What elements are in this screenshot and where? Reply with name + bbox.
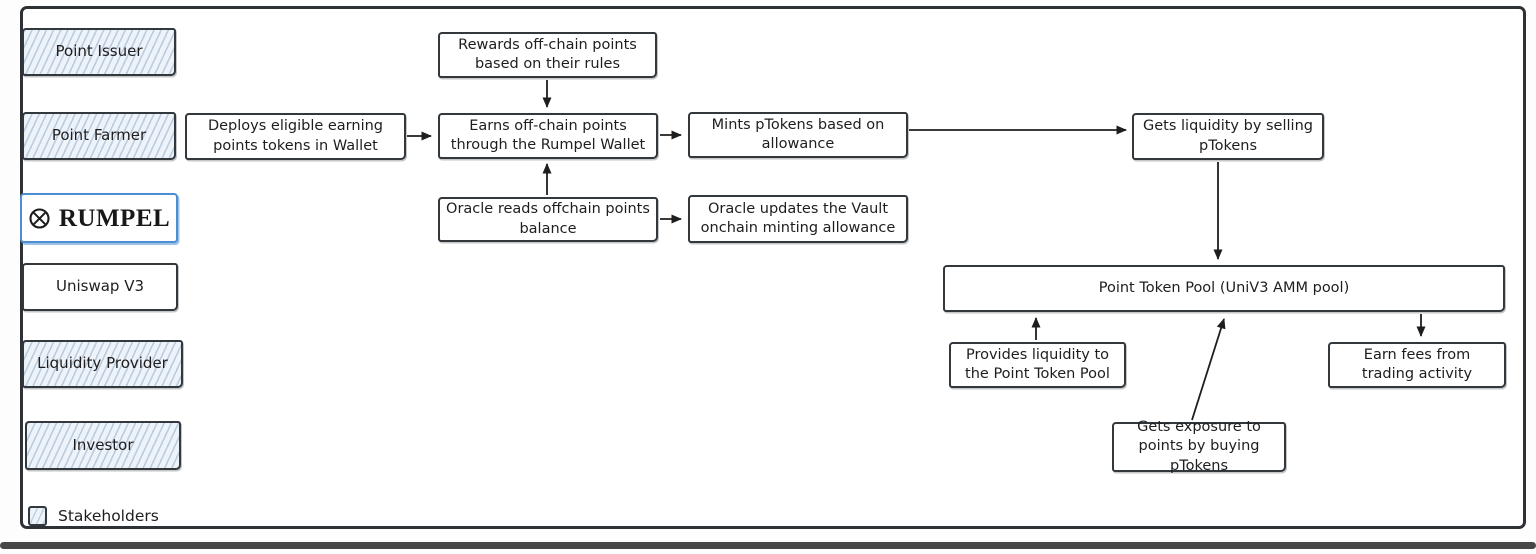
node-uniswap-v3: Uniswap V3 <box>22 263 178 311</box>
node-uniswap-v3-label: Uniswap V3 <box>55 277 145 296</box>
node-point-farmer: Point Farmer <box>22 112 176 160</box>
node-provides-liquidity: Provides liquidity to the Point Token Po… <box>949 342 1126 388</box>
node-mints: Mints pTokens based on allowance <box>688 112 908 158</box>
node-investor-label: Investor <box>72 435 134 454</box>
node-mints-label: Mints pTokens based on allowance <box>711 116 885 152</box>
node-earn-fees-label: Earn fees from trading activity <box>1361 346 1473 382</box>
node-investor: Investor <box>25 421 181 470</box>
node-oracle-updates: Oracle updates the Vault onchain minting… <box>688 195 908 243</box>
node-point-issuer: Point Issuer <box>22 28 176 76</box>
legend: Stakeholders <box>28 506 159 526</box>
node-deploys-label: Deploys eligible earning points tokens i… <box>207 118 384 154</box>
node-point-token-pool: Point Token Pool (UniV3 AMM pool) <box>943 265 1505 312</box>
node-rewards: Rewards off-chain points based on their … <box>438 32 657 78</box>
node-point-token-pool-label: Point Token Pool (UniV3 AMM pool) <box>1098 279 1350 296</box>
bottom-divider-bar <box>0 542 1536 549</box>
node-liquidity-provider-label: Liquidity Provider <box>37 354 168 373</box>
node-provides-liquidity-label: Provides liquidity to the Point Token Po… <box>965 346 1110 382</box>
node-rumpel: RUMPEL <box>20 193 178 243</box>
node-earns-label: Earns off-chain points through the Rumpe… <box>450 117 646 153</box>
node-gets-liquidity: Gets liquidity by selling pTokens <box>1132 113 1324 160</box>
node-oracle-reads-label: Oracle reads offchain points balance <box>446 201 650 237</box>
node-oracle-updates-label: Oracle updates the Vault onchain minting… <box>700 200 896 236</box>
node-liquidity-provider: Liquidity Provider <box>22 340 183 388</box>
rumpel-logo-icon <box>28 207 51 230</box>
node-point-issuer-label: Point Issuer <box>55 42 143 61</box>
node-rumpel-label: RUMPEL <box>58 204 171 232</box>
node-gets-exposure-label: Gets exposure to points by buying pToken… <box>1137 419 1261 474</box>
node-point-farmer-label: Point Farmer <box>51 126 147 145</box>
node-deploys: Deploys eligible earning points tokens i… <box>185 113 406 160</box>
node-rewards-label: Rewards off-chain points based on their … <box>458 36 637 72</box>
legend-label: Stakeholders <box>58 507 159 525</box>
node-gets-exposure: Gets exposure to points by buying pToken… <box>1112 419 1286 474</box>
node-oracle-reads: Oracle reads offchain points balance <box>438 197 658 242</box>
stakeholder-swatch-icon <box>28 506 47 526</box>
node-gets-liquidity-label: Gets liquidity by selling pTokens <box>1143 118 1313 154</box>
node-earns: Earns off-chain points through the Rumpe… <box>438 113 658 159</box>
node-earn-fees: Earn fees from trading activity <box>1328 342 1506 388</box>
